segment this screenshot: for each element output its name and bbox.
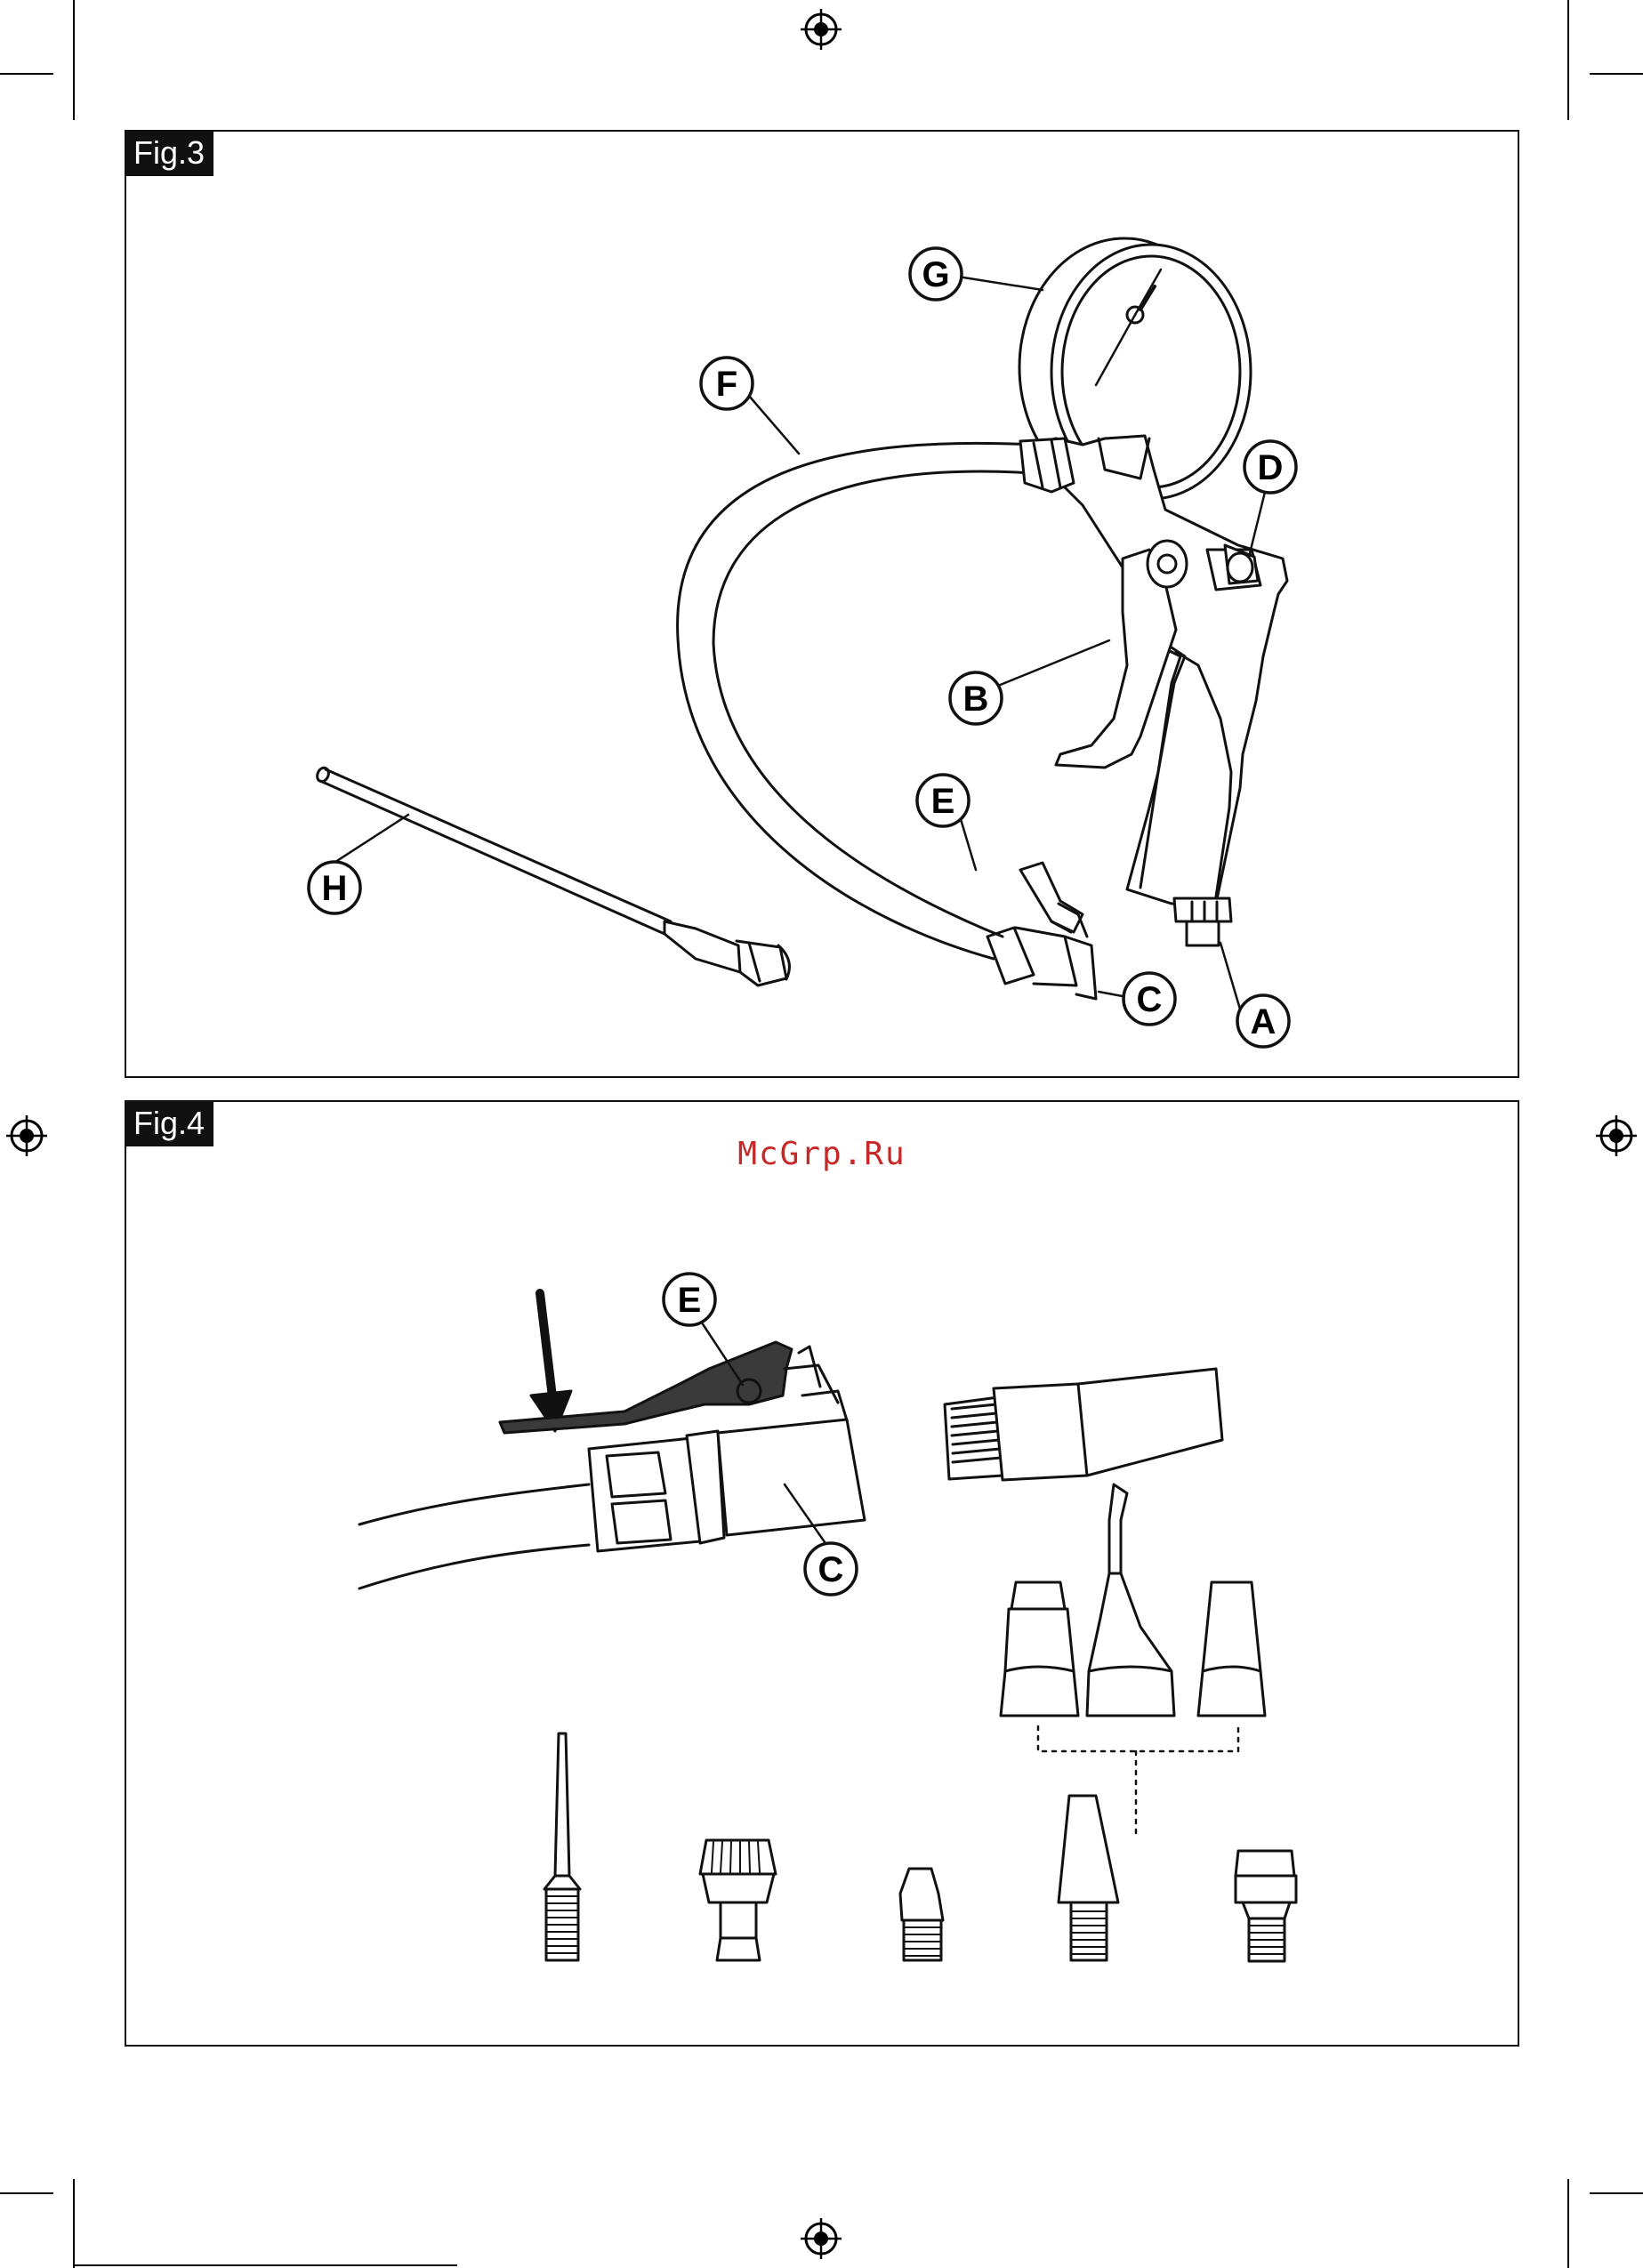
air-chuck-drawing: [987, 863, 1096, 999]
registration-mark-icon: [799, 2216, 843, 2261]
cap-nozzle-3-drawing: [1198, 1582, 1265, 1716]
callout-a: A: [1237, 995, 1289, 1047]
svg-text:G: G: [922, 255, 949, 294]
svg-text:E: E: [678, 1281, 702, 1320]
registration-mark-icon: [799, 7, 843, 52]
crop-mark: [73, 2179, 75, 2268]
svg-text:A: A: [1251, 1002, 1277, 1042]
callout-e: E: [917, 775, 969, 826]
crop-mark: [1590, 2192, 1643, 2194]
cap-nozzle-2-drawing: [1087, 1484, 1174, 1716]
callout-g: G: [910, 248, 962, 300]
crop-mark: [0, 73, 53, 75]
hose-drawing: [359, 1484, 589, 1524]
callout-c: C: [1124, 973, 1175, 1025]
crop-mark: [1590, 73, 1643, 75]
svg-text:H: H: [322, 869, 348, 908]
svg-text:D: D: [1258, 448, 1284, 487]
long-cone-adapter-drawing: [1059, 1796, 1118, 1960]
svg-text:C: C: [818, 1550, 844, 1589]
figure-3-panel: Fig.3: [125, 130, 1519, 1078]
crop-mark: [0, 2192, 53, 2194]
svg-text:C: C: [1137, 980, 1163, 1019]
svg-text:F: F: [716, 365, 737, 404]
callout-h: H: [309, 862, 360, 913]
svg-text:B: B: [963, 680, 989, 719]
crop-mark: [73, 0, 75, 120]
figure-4-panel: Fig.4 McGrp.Ru: [125, 1100, 1519, 2047]
short-cone-adapter-drawing: [900, 1869, 943, 1960]
callout-b: B: [950, 672, 1002, 724]
callout-c: C: [805, 1543, 857, 1595]
callout-d: D: [1244, 441, 1296, 493]
chuck-and-adapters-illustration: E C: [126, 1102, 1519, 2047]
registration-mark-icon: [1594, 1114, 1639, 1158]
crop-mark: [1567, 2179, 1569, 2268]
tapered-nozzle-drawing: [945, 1369, 1222, 1480]
crop-mark: [75, 2264, 457, 2266]
registration-mark-icon: [4, 1114, 49, 1158]
press-arrow-icon: [531, 1293, 571, 1431]
extension-nozzle-drawing: [315, 766, 789, 985]
callout-e: E: [664, 1274, 715, 1325]
svg-text:E: E: [931, 782, 955, 821]
cap-base-adapter-drawing: [1236, 1851, 1296, 1961]
callout-f: F: [701, 358, 753, 409]
inflator-gun-drawing: [1020, 436, 1287, 945]
needle-adapter-drawing: [544, 1733, 580, 1960]
cap-nozzle-1-drawing: [1001, 1582, 1078, 1716]
valve-adapter-drawing: [700, 1840, 776, 1960]
crop-mark: [1567, 0, 1569, 120]
tyre-inflator-illustration: G F D B E C A: [126, 132, 1519, 1078]
